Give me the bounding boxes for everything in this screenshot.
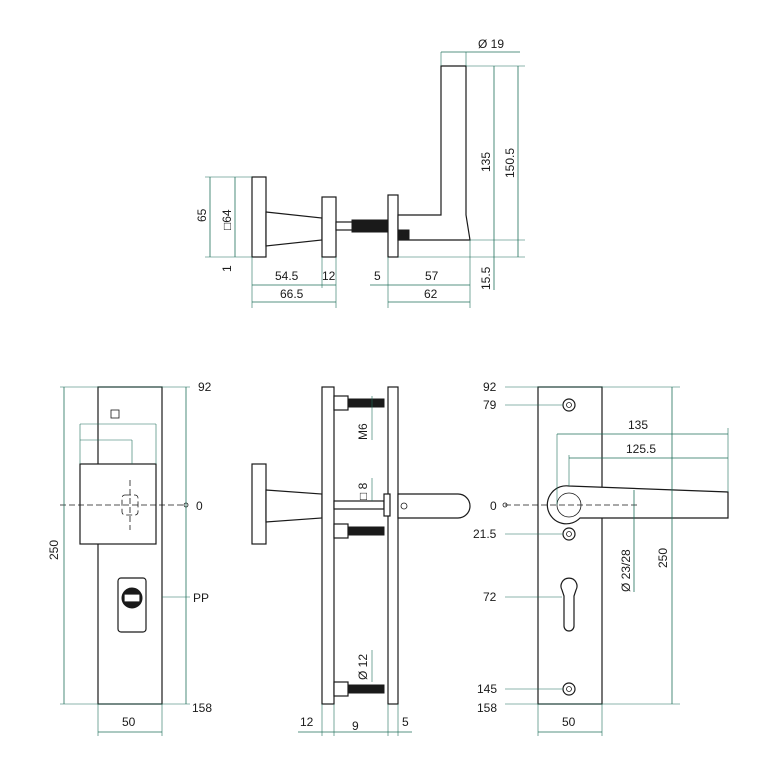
top-lever-screw	[400, 229, 408, 237]
right-lever	[546, 485, 729, 525]
mid-dim-d12: Ø 12	[356, 654, 370, 680]
top-dim-66-5: 66.5	[280, 287, 304, 301]
middle-view: M6 □ 8 Ø 12 12 9 5	[251, 386, 471, 736]
mid-lever	[397, 493, 471, 519]
mid-plate-right	[387, 386, 399, 705]
left-dim-pp: PP	[193, 591, 209, 605]
mid-dim-sq8: □ 8	[356, 482, 370, 500]
top-dim-1: 1	[220, 265, 234, 272]
right-dim-50: 50	[562, 715, 576, 729]
left-dim-0: 0	[196, 499, 203, 513]
mid-spindle	[333, 500, 385, 510]
top-view: Ø 19 135 150.5 15.5 65 □64 1 54.5 12 5 5…	[195, 37, 525, 308]
top-dim-65: 65	[195, 208, 209, 222]
right-screw-145	[562, 682, 576, 696]
mid-plate-left	[321, 386, 335, 705]
left-dim-92: 92	[198, 380, 212, 394]
right-keyhole	[560, 577, 578, 632]
top-dim-150-5: 150.5	[503, 148, 517, 178]
top-dim-57: 57	[425, 269, 439, 283]
left-dim-50: 50	[122, 715, 136, 729]
right-backplate	[537, 386, 603, 705]
top-dim-54-5: 54.5	[275, 269, 299, 283]
right-dim-158: 158	[477, 701, 497, 715]
top-thread	[351, 219, 389, 233]
right-dim-79: 79	[483, 398, 497, 412]
top-lever-grub	[398, 229, 410, 241]
top-dim-135: 135	[479, 152, 493, 172]
mid-thread-top	[347, 398, 385, 408]
right-dim-21-5: 21.5	[473, 527, 497, 541]
mid-thread-mid	[347, 526, 385, 536]
mid-dim-5: 5	[402, 715, 409, 729]
right-view: 92 79 0 21.5 72 145 158 135 125.5 Ø 23/2…	[473, 380, 729, 736]
mid-dim-12: 12	[300, 715, 314, 729]
left-rose-square	[79, 463, 157, 545]
left-small-square	[110, 409, 120, 419]
right-screw-21-5	[562, 527, 576, 541]
right-dim-250: 250	[656, 548, 670, 568]
top-dim-15-5: 15.5	[479, 266, 493, 290]
top-neck-left	[265, 211, 323, 247]
left-thumbturn-slot	[123, 593, 141, 603]
top-lever	[397, 65, 471, 241]
right-dim-72: 72	[483, 590, 497, 604]
mid-rose	[251, 463, 267, 545]
right-dim-0: 0	[490, 499, 497, 513]
top-rose-left	[251, 176, 267, 258]
top-rose-right	[387, 194, 399, 258]
mid-dim-m6: M6	[356, 423, 370, 440]
right-dim-92: 92	[483, 380, 497, 394]
mid-neck	[265, 489, 323, 523]
top-dim-62: 62	[424, 287, 438, 301]
mid-dim-9: 9	[352, 719, 359, 733]
right-dim-145: 145	[477, 682, 497, 696]
top-rose-inner	[321, 196, 337, 258]
top-dim-12: 12	[322, 269, 336, 283]
top-dim-dia19: Ø 19	[478, 37, 504, 51]
right-dim-125-5: 125.5	[626, 442, 656, 456]
right-dim-d23-28: Ø 23/28	[619, 549, 633, 592]
left-dim-250: 250	[47, 540, 61, 560]
mid-thread-bottom	[347, 684, 385, 694]
right-screw-79	[562, 398, 576, 412]
left-backplate	[97, 386, 163, 705]
right-dim-135: 135	[628, 418, 648, 432]
top-dim-5: 5	[374, 269, 381, 283]
left-dim-158: 158	[192, 701, 212, 715]
left-view: 250 92 0 PP 158 50	[47, 380, 212, 736]
top-dim-sq64: □64	[220, 209, 234, 230]
